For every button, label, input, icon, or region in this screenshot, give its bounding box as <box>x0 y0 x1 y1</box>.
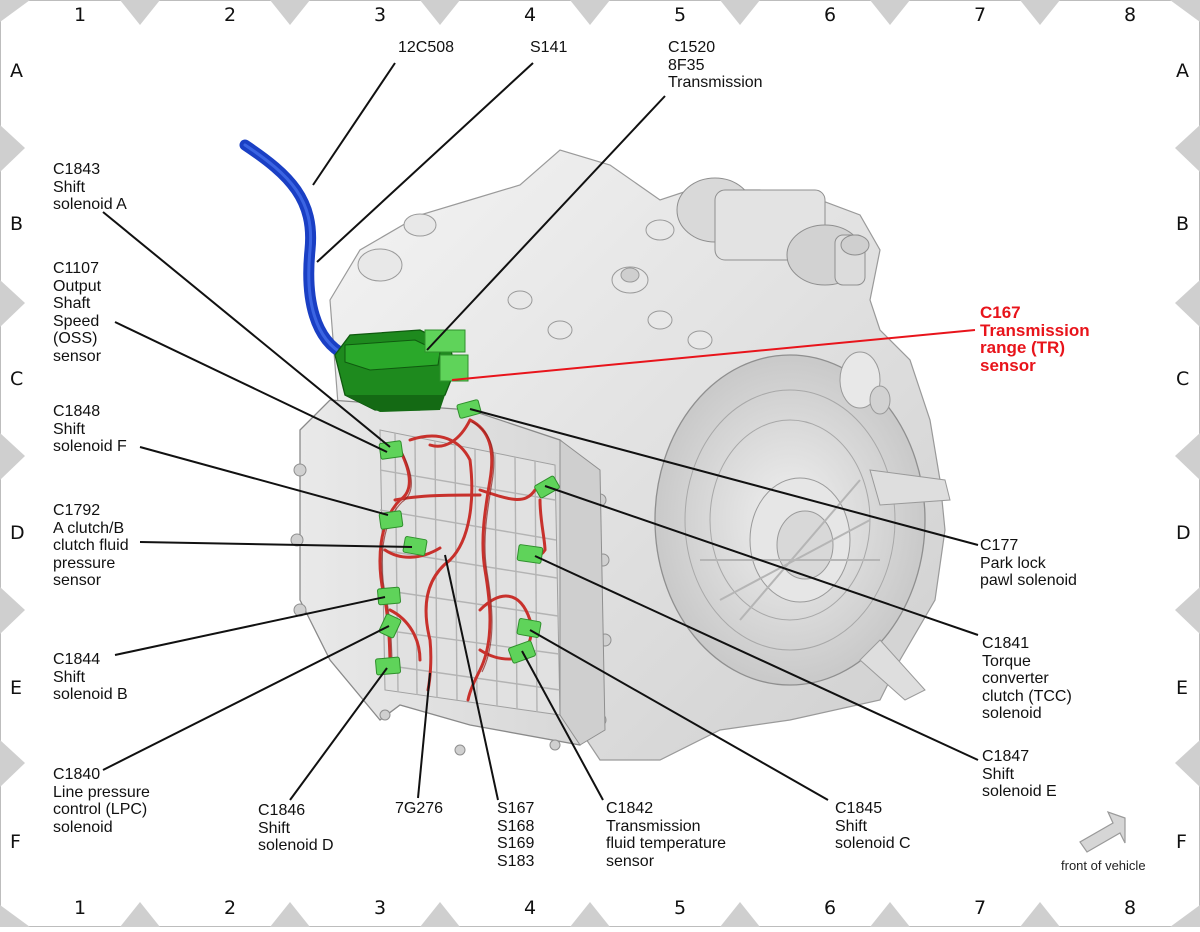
grid-col-4: 4 <box>524 897 537 919</box>
grid-row-e: E <box>10 677 23 699</box>
label-c177-park-lock-solenoid: C177 Park lock pawl solenoid <box>980 537 1077 589</box>
transmission-illustration <box>239 139 951 761</box>
grid-col-3: 3 <box>374 4 387 26</box>
label-c1846-shift-solenoid-d: C1846 Shift solenoid D <box>258 802 334 854</box>
label-splices: S167 S168 S169 S183 <box>497 800 535 870</box>
tr-sensor <box>334 329 469 412</box>
grid-col-1: 1 <box>74 897 87 919</box>
front-of-vehicle-arrow-icon <box>1079 810 1126 853</box>
label-c1840-lpc-solenoid: C1840 Line pressure control (LPC) soleno… <box>53 766 150 836</box>
grid-row-f: F <box>1176 831 1187 853</box>
grid-col-5: 5 <box>674 4 687 26</box>
label-c1845-shift-solenoid-c: C1845 Shift solenoid C <box>835 800 911 852</box>
grid-col-3: 3 <box>374 897 387 919</box>
label-c1842-tft-sensor: C1842 Transmission fluid temperature sen… <box>606 800 727 870</box>
label-c1848-shift-solenoid-f: C1848 Shift solenoid F <box>53 403 127 455</box>
grid-row-d: D <box>10 522 25 544</box>
grid-col-8: 8 <box>1124 4 1137 26</box>
housing-bosses <box>357 213 891 415</box>
label-c1843-shift-solenoid-a: C1843 Shift solenoid A <box>53 161 127 213</box>
grid-col-7: 7 <box>974 897 987 919</box>
grid-col-6: 6 <box>824 4 837 26</box>
grid-row-c: C <box>1176 368 1190 390</box>
label-7g276: 7G276 <box>395 800 444 817</box>
tr-sensor-leader <box>451 329 976 381</box>
actuator-motor <box>676 177 870 286</box>
label-12c508: 12C508 <box>398 39 455 56</box>
label-c1847-shift-solenoid-e: C1847 Shift solenoid E <box>982 748 1057 800</box>
grid-col-7: 7 <box>974 4 987 26</box>
grid-row-e: E <box>1176 677 1189 699</box>
grid-row-d: D <box>1176 522 1191 544</box>
grid-row-c: C <box>10 368 24 390</box>
label-c1520-transmission: C1520 8F35 Transmission <box>668 39 763 91</box>
connectors <box>375 399 560 676</box>
grid-col-2: 2 <box>224 4 237 26</box>
valve-body-pan <box>290 399 612 756</box>
label-c1792-clutch-pressure-sensor: C1792 A clutch/B clutch fluid pressure s… <box>53 502 129 589</box>
grid-row-a: A <box>1176 60 1189 82</box>
label-c167-tr-sensor: C167 Transmission range (TR) sensor <box>980 303 1090 375</box>
label-c1107-oss-sensor: C1107 Output Shaft Speed (OSS) sensor <box>53 260 102 365</box>
label-s141: S141 <box>530 39 568 56</box>
label-c1841-tcc-solenoid: C1841 Torque converter clutch (TCC) sole… <box>982 635 1072 722</box>
leader-lines <box>102 62 979 801</box>
wiring-harness-shadow <box>381 421 495 673</box>
label-c1844-shift-solenoid-b: C1844 Shift solenoid B <box>53 651 128 703</box>
grid-row-b: B <box>1176 213 1190 235</box>
grid-col-1: 1 <box>74 4 87 26</box>
grid-col-8: 8 <box>1124 897 1137 919</box>
front-of-vehicle-label: front of vehicle <box>1061 858 1146 873</box>
grid-col-5: 5 <box>674 897 687 919</box>
grid-row-b: B <box>10 213 24 235</box>
grid-col-4: 4 <box>524 4 537 26</box>
grid-row-f: F <box>10 831 21 853</box>
grid-col-2: 2 <box>224 897 237 919</box>
grid-row-a: A <box>10 60 23 82</box>
grid-col-6: 6 <box>824 897 837 919</box>
bell-housing <box>654 354 951 701</box>
